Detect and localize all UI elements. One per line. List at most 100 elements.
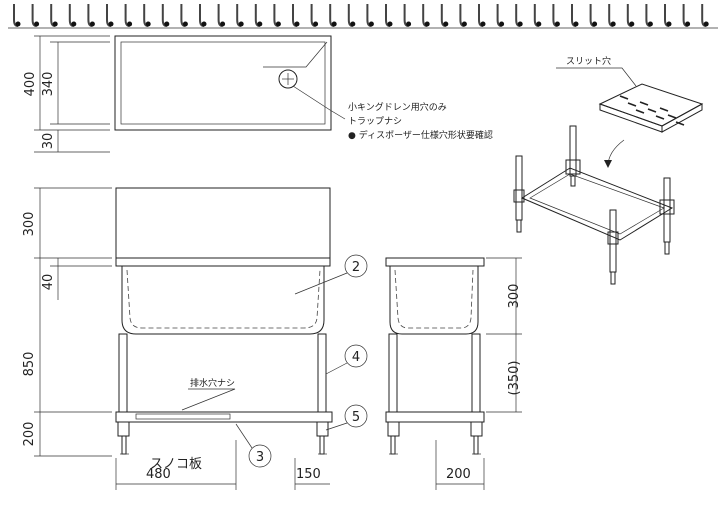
side-rim	[385, 257, 485, 267]
iso-board-side	[661, 103, 703, 133]
iso-bracket-2	[565, 159, 581, 175]
note-drain-only: 小キングドレン用穴のみ	[348, 101, 447, 113]
spiral-ring-icon	[701, 4, 709, 27]
spiral-ring-icon	[366, 4, 374, 27]
dim-front-40: 40	[41, 274, 56, 291]
iso-view: スリット穴	[513, 55, 704, 285]
dim-480: 480	[146, 467, 171, 482]
spiral-ring-icon	[68, 4, 77, 27]
front-foot-left	[117, 421, 130, 437]
side-leg-right	[471, 333, 481, 413]
spiral-ring-icon	[552, 4, 560, 27]
slit-hole	[675, 121, 685, 126]
spiral-ring-icon	[13, 4, 21, 27]
spiral-ring-icon	[217, 4, 226, 27]
side-view: 300 (350) 200	[385, 257, 522, 490]
iso-bracket-1	[513, 189, 525, 203]
iso-leg-front-left	[515, 155, 523, 221]
note-no-trap: トラップナシ	[348, 116, 402, 127]
spiral-ring-icon	[124, 4, 133, 27]
spiral-ring-icon	[31, 4, 40, 27]
drain-hole	[278, 69, 298, 89]
spiral-ring-icon	[385, 4, 393, 27]
front-rim	[115, 257, 331, 267]
front-bowl-hidden	[126, 269, 321, 329]
iso-board-top	[598, 83, 704, 127]
spiral-ring-icon	[199, 4, 207, 27]
dim-plan-400: 400	[23, 72, 38, 97]
spiral-ring-icon	[273, 4, 281, 27]
backsplash	[115, 187, 331, 259]
dim-plan-340: 340	[41, 72, 56, 97]
spiral-ring-icon	[440, 4, 449, 27]
dim-150: 150	[296, 467, 321, 482]
plan-view: 400 340 30 小キングドレン用穴のみ トラップナシ ● ディスポーザー仕…	[23, 35, 493, 153]
spiral-ring-icon	[571, 4, 579, 27]
front-adjuster-right	[319, 435, 325, 455]
spiral-ring-icon	[50, 4, 58, 27]
slit-hole	[639, 101, 649, 106]
spiral-ring-icon	[478, 4, 486, 27]
front-leg-left	[118, 333, 128, 413]
callout-3	[248, 444, 272, 468]
spiral-ring-icon	[664, 4, 672, 27]
side-adjuster-left	[390, 435, 396, 455]
callout-2-label: 2	[352, 260, 360, 275]
slit-hole	[627, 102, 637, 107]
spiral-ring-icon	[106, 4, 114, 27]
plan-leader	[292, 85, 346, 120]
dim-side-300: 300	[507, 284, 522, 309]
label-slat-board: スノコ板	[150, 457, 202, 472]
label-slit-hole: スリット穴	[566, 55, 611, 67]
callout-5-label: 5	[352, 410, 360, 425]
spiral-ring-icon	[347, 4, 356, 27]
spiral-ring-icon	[236, 4, 244, 27]
spiral-ring-icon	[645, 4, 653, 27]
spiral-ring-icon	[310, 4, 319, 27]
callout-5	[344, 404, 368, 428]
side-foot-left	[387, 421, 400, 437]
iso-board-front	[599, 103, 663, 133]
side-bowl-hidden	[394, 269, 474, 329]
front-frame	[115, 411, 333, 423]
side-bowl-outer	[389, 266, 479, 335]
slit-hole	[655, 115, 665, 120]
plan-slope-line	[263, 41, 328, 68]
spiral-ring-icon	[682, 4, 691, 27]
dim-side-350: (350)	[507, 361, 522, 396]
side-leg-left	[388, 333, 398, 413]
spiral-ring-icon	[292, 4, 300, 27]
dim-front-300: 300	[22, 212, 37, 237]
spiral-ring-icon	[161, 4, 170, 27]
spiral-ring-icon	[459, 4, 467, 27]
spiral-ring-icon	[626, 4, 635, 27]
slit-hole	[667, 114, 677, 119]
side-foot-right	[470, 421, 483, 437]
spiral-ring-icon	[589, 4, 598, 27]
iso-foot-2	[610, 271, 616, 285]
iso-frame-top	[520, 167, 674, 241]
leader-no-drain	[181, 388, 236, 411]
spiral-binding	[13, 4, 709, 27]
spiral-ring-icon	[608, 4, 616, 27]
iso-foot-4	[570, 175, 576, 187]
plan-bowl	[120, 41, 326, 125]
side-adjuster-right	[473, 435, 479, 455]
callout-4-label: 4	[352, 350, 360, 365]
slat-board	[135, 413, 231, 420]
slit-hole	[659, 107, 669, 112]
spiral-ring-icon	[533, 4, 542, 27]
slit-hole	[635, 109, 645, 114]
spiral-ring-icon	[254, 4, 263, 27]
slit-hole	[619, 95, 629, 100]
iso-bracket-4	[607, 231, 619, 245]
plan-outline	[114, 35, 332, 131]
spiral-ring-icon	[143, 4, 151, 27]
front-view: 300 40 850 200 480 150 排水穴ナシ スノコ板 2 4 5 …	[22, 187, 368, 490]
slit-holes	[619, 95, 685, 126]
spiral-ring-icon	[422, 4, 430, 27]
iso-foot-3	[664, 241, 670, 255]
dim-side-200: 200	[446, 467, 471, 482]
